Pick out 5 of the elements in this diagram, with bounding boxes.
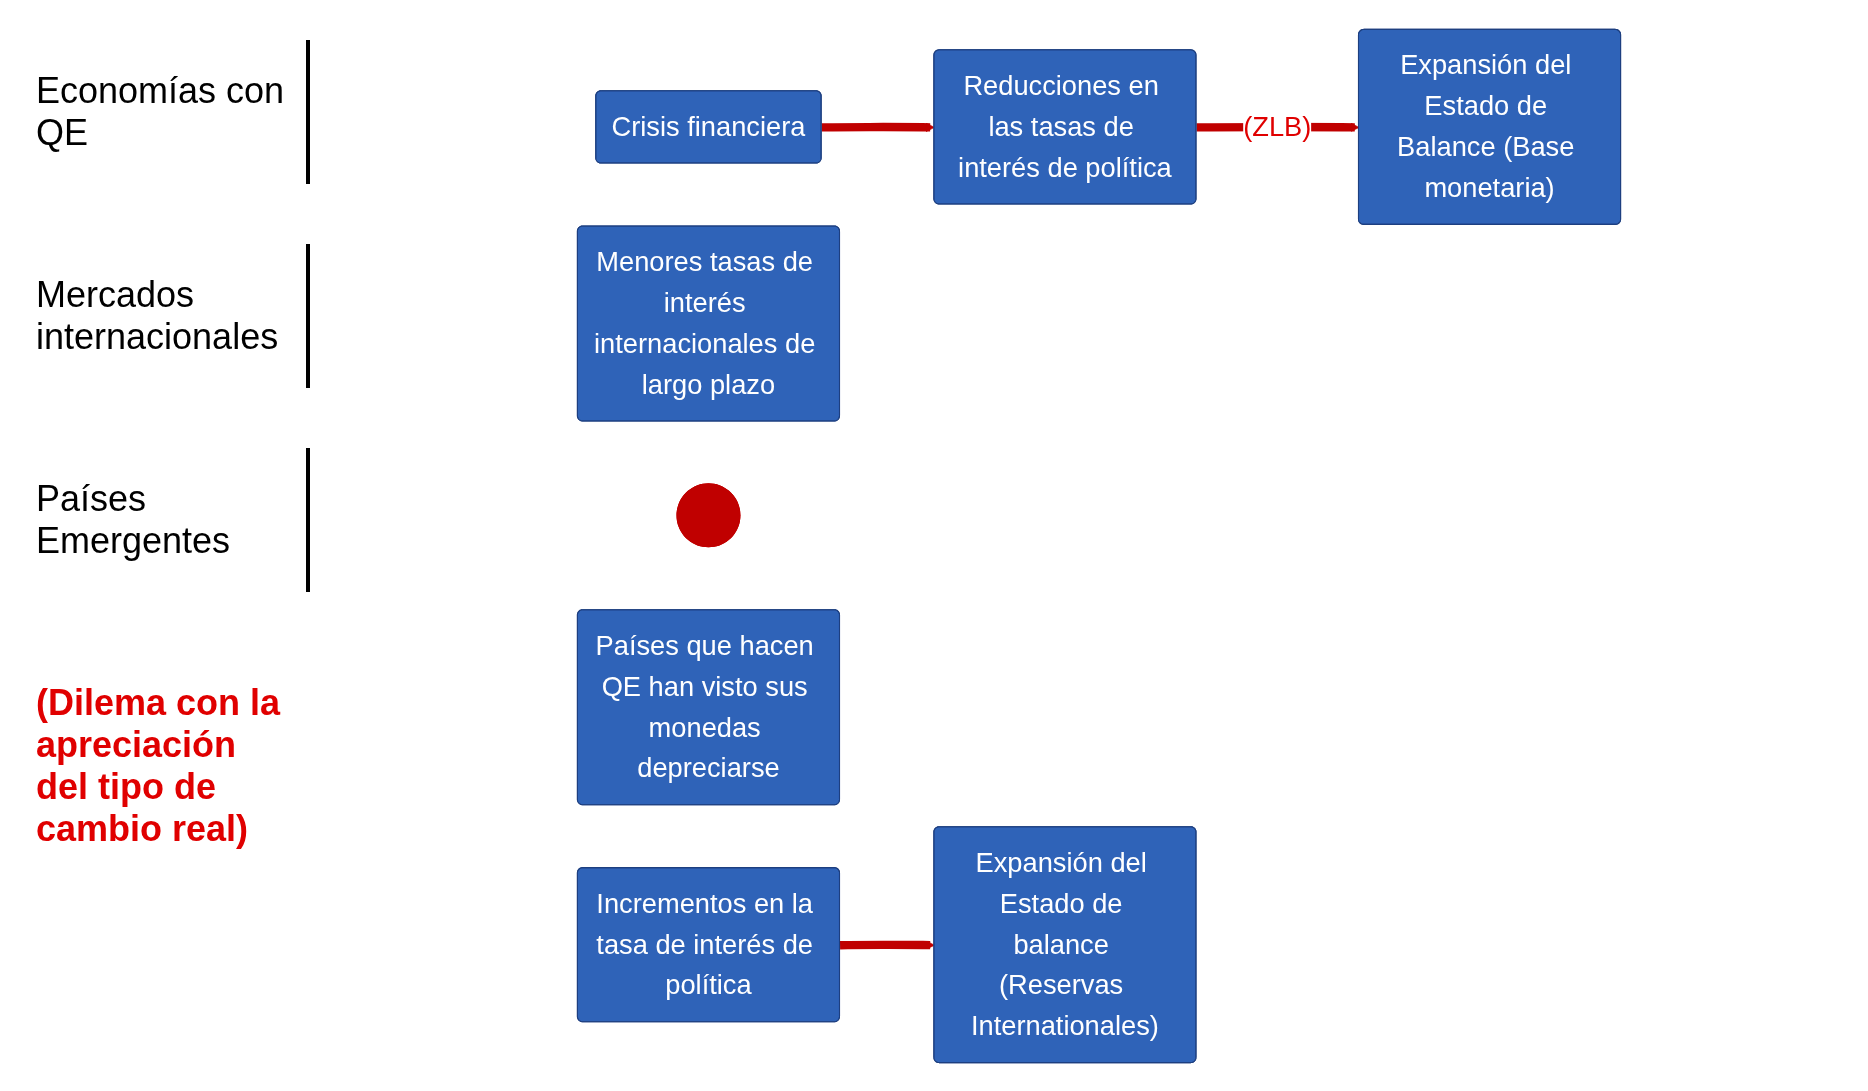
group-label: Economías con QE [20,40,310,184]
edge-label: (ZLB) [1243,110,1312,142]
side-note: (Dilema con la apreciación del tipo de cambio real) [35,681,282,851]
group-label: Países Emergentes [20,448,310,592]
group-label: Mercados internacionales [20,244,310,388]
